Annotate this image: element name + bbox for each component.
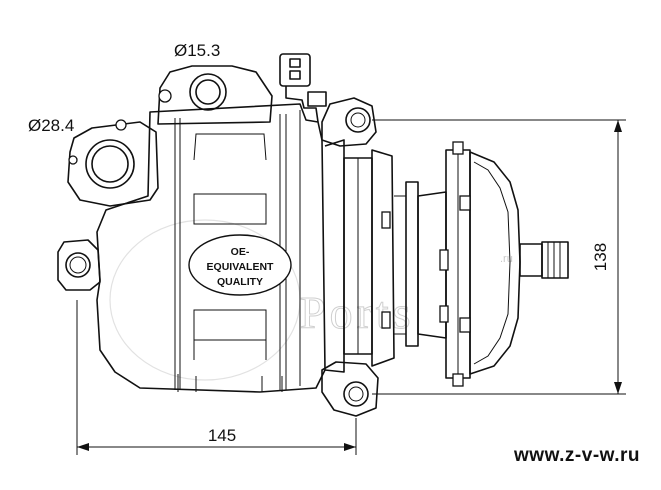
- height-dimension: 138: [372, 119, 626, 395]
- website-url: www.z-v-w.ru: [513, 445, 640, 466]
- length-label: 145: [208, 426, 236, 445]
- inlet-diameter-label: Ø28.4: [28, 116, 74, 135]
- badge-line-1: OE-: [231, 246, 250, 258]
- outlet-diameter-label: Ø15.3: [174, 41, 220, 60]
- watermark-text: Ports: [300, 287, 415, 338]
- length-dimension: 145: [76, 300, 357, 455]
- badge-line-2: EQUIVALENT: [207, 261, 274, 273]
- badge-line-3: QUALITY: [217, 276, 263, 288]
- clutch-pulley: [417, 141, 569, 387]
- oe-equivalent-quality-badge: OE- EQUIVALENT QUALITY: [188, 234, 292, 296]
- watermark-suffix: .ru: [500, 253, 513, 265]
- height-label: 138: [591, 243, 610, 271]
- watermark: Ports .ru: [109, 219, 513, 381]
